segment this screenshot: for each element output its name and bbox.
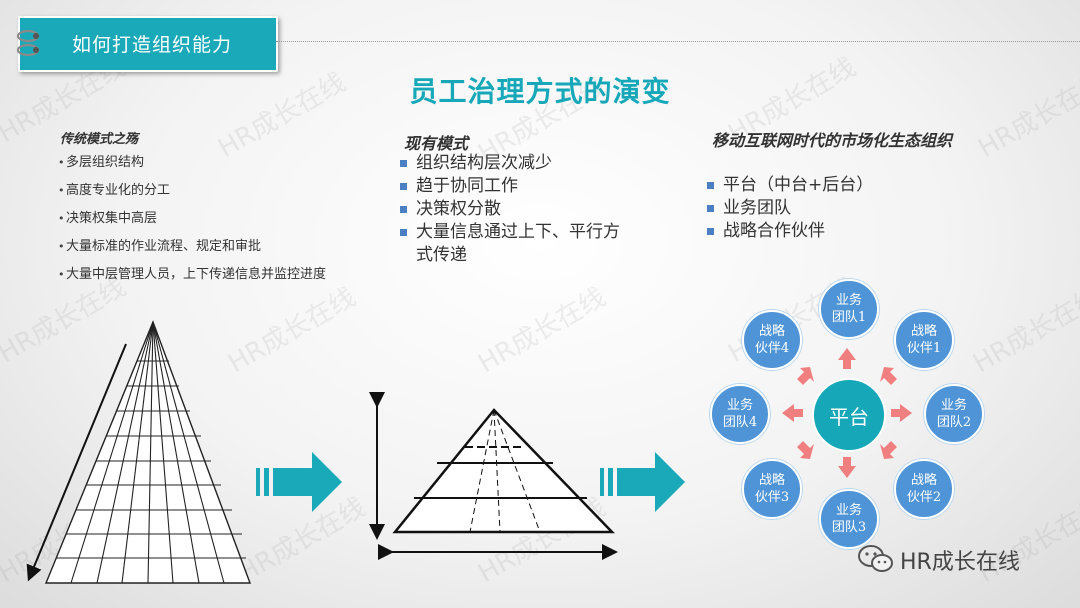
list-item: 大量信息通过上下、平行方式传递 xyxy=(400,221,630,267)
list-item: 大量标准的作业流程、规定和审批 xyxy=(58,238,368,255)
node-strategic-partner-3: 战略伙伴3 xyxy=(742,459,802,519)
col1-list: 多层组织结构 高度专业化的分工 决策权集中高层 大量标准的作业流程、规定和审批 … xyxy=(58,154,368,294)
col1-title: 传统模式之殇 xyxy=(60,132,139,147)
list-item: 组织结构层次减少 xyxy=(400,152,630,175)
transition-arrow-2 xyxy=(600,452,685,512)
header-tab xyxy=(18,16,278,72)
node-business-team-4: 业务团队4 xyxy=(710,384,770,444)
arrow-up xyxy=(838,348,856,369)
header-divider xyxy=(276,41,1080,42)
list-item: 决策权集中高层 xyxy=(58,210,368,227)
col3-title: 移动互联网时代的市场化生态组织 xyxy=(712,131,953,150)
header-title: 如何打造组织能力 xyxy=(72,34,233,56)
node-business-team-3: 业务团队3 xyxy=(819,489,879,549)
brand-name: HR成长在线 xyxy=(900,550,1020,575)
arrow-up-left xyxy=(797,367,814,385)
node-business-team-1: 业务团队1 xyxy=(819,279,879,339)
list-item: 多层组织结构 xyxy=(58,154,368,171)
list-item: 决策权分散 xyxy=(400,198,630,221)
arrow-up-right xyxy=(880,367,897,385)
node-strategic-partner-2: 战略伙伴2 xyxy=(894,459,954,519)
pyramid-grid xyxy=(56,321,246,584)
arrow-down xyxy=(838,457,856,478)
page-title: 员工治理方式的演变 xyxy=(409,75,671,108)
transition-arrow-1 xyxy=(256,452,342,512)
flat-pyramid xyxy=(392,408,615,534)
node-business-team-2: 业务团队2 xyxy=(924,384,984,444)
col3-list: 平台（中台+后台） 业务团队 战略合作伙伴 xyxy=(707,174,947,243)
list-item: 大量中层管理人员，上下传递信息并监控进度 xyxy=(58,266,368,283)
list-item: 高度专业化的分工 xyxy=(58,182,368,199)
descending-arrow xyxy=(26,343,127,582)
binder-rings-icon xyxy=(16,29,40,57)
node-platform: 平台 xyxy=(812,378,886,452)
arrow-down-left xyxy=(797,441,814,459)
wechat-icon xyxy=(858,545,893,572)
node-strategic-partner-1: 战略伙伴1 xyxy=(894,310,954,370)
col2-list: 组织结构层次减少 趋于协同工作 决策权分散 大量信息通过上下、平行方式传递 xyxy=(400,152,630,267)
arrow-right xyxy=(891,404,912,422)
arrow-left xyxy=(782,404,803,422)
list-item: 平台（中台+后台） xyxy=(707,174,947,197)
list-item: 趋于协同工作 xyxy=(400,175,630,198)
list-item: 业务团队 xyxy=(707,197,947,220)
traditional-pyramid xyxy=(44,320,252,584)
node-strategic-partner-4: 战略伙伴4 xyxy=(742,310,802,370)
col2-title: 现有模式 xyxy=(404,134,469,153)
arrow-down-right xyxy=(880,441,897,459)
ecosystem-arrows xyxy=(782,348,912,478)
list-item: 战略合作伙伴 xyxy=(707,220,947,243)
